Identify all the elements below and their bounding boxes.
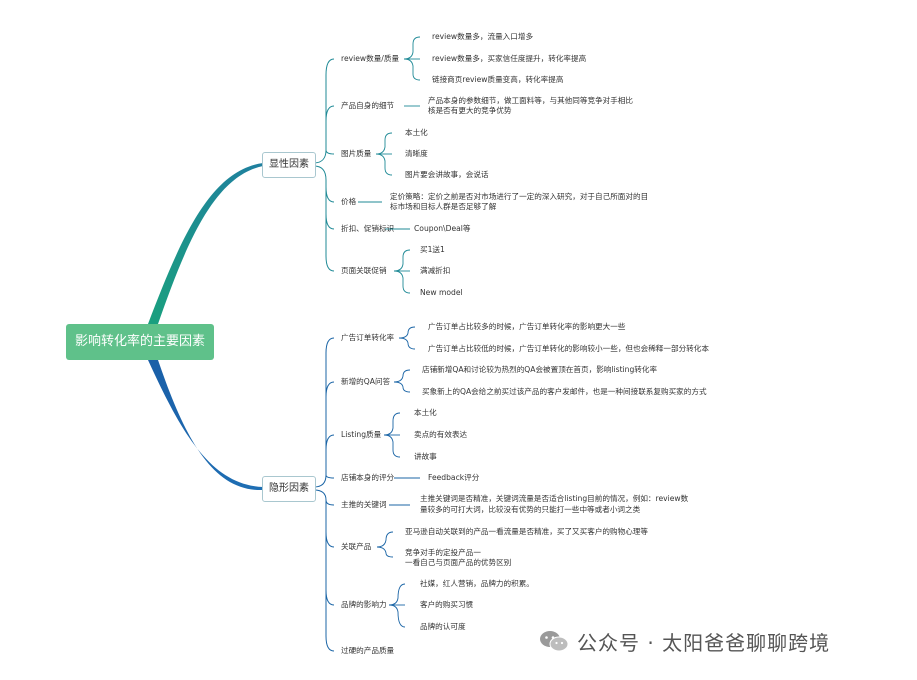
leaf-item[interactable]: Feedback评分 (428, 473, 480, 482)
leaf-item[interactable]: 量较多的可打大词，比较没有优势的只能打一些中等或者小词之类 (420, 505, 641, 514)
implicit-leaf-connectors (376, 326, 420, 628)
group-store-rating[interactable]: 店铺本身的评分 (341, 473, 395, 482)
group-review[interactable]: review数量/质量 (341, 54, 400, 63)
watermark: 公众号 · 太阳爸爸聊聊跨境 (539, 629, 831, 655)
branch-explicit (148, 163, 263, 324)
leaf-item[interactable]: 广告订单占比较多的时候，广告订单转化率的影响更大一些 (428, 322, 626, 331)
leaf-item[interactable]: 一看自己与页面产品的优势区别 (405, 558, 512, 567)
branch-implicit (148, 360, 263, 491)
group-listing-quality[interactable]: Listing质量 (341, 430, 382, 439)
leaf-item[interactable]: 广告订单占比较低的时候，广告订单转化的影响较小一些，但也会稀释一部分转化本 (428, 344, 709, 353)
leaf-item[interactable]: 标市场和目标人群是否足够了解 (390, 202, 497, 211)
leaf-item[interactable]: 本土化 (414, 408, 437, 417)
group-discount[interactable]: 折扣、促销标识 (341, 224, 395, 233)
leaf-item[interactable]: New model (420, 288, 463, 297)
group-keywords[interactable]: 主推的关键词 (341, 500, 387, 509)
leaf-item[interactable]: 店铺新增QA和讨论较为热烈的QA会被置顶在首页，影响listing转化率 (422, 365, 658, 374)
group-brand-influence[interactable]: 品牌的影响力 (341, 600, 387, 609)
wechat-icon (540, 631, 569, 652)
leaf-item[interactable]: Coupon\Deal等 (414, 224, 471, 233)
leaf-item[interactable]: 品牌的认可度 (420, 622, 466, 631)
group-price[interactable]: 价格 (341, 197, 357, 206)
explicit-sub-connectors (313, 58, 335, 272)
implicit-sub-connectors (313, 337, 335, 652)
leaf-item[interactable]: review数量多，流量入口增多 (432, 32, 534, 41)
leaf-item[interactable]: 竞争对手的定投产品一 (405, 548, 481, 557)
leaf-item[interactable]: 买1送1 (420, 245, 445, 254)
root-topic[interactable]: 影响转化率的主要因素 (66, 324, 214, 360)
explicit-leaf-connectors (358, 36, 421, 294)
group-image-quality[interactable]: 图片质量 (341, 149, 372, 158)
group-page-promo[interactable]: 页面关联促销 (341, 266, 387, 275)
leaf-item[interactable]: 图片要会讲故事，会说话 (405, 170, 489, 179)
leaf-item[interactable]: 买象新上的QA会给之前买过该产品的客户发邮件，也是一种间接联系复购买家的方式 (422, 387, 707, 396)
leaf-item[interactable]: review数量多，买家信任度提升，转化率提高 (432, 54, 587, 63)
watermark-text: 公众号 · 太阳爸爸聊聊跨境 (577, 630, 831, 655)
leaf-item[interactable]: 定价策略：定价之前是否对市场进行了一定的深入研究，对于自己所面对的目 (390, 192, 649, 201)
group-ad-conversion[interactable]: 广告订单转化率 (341, 333, 395, 342)
leaf-item[interactable]: 清晰度 (405, 149, 428, 158)
leaf-item[interactable]: 核是否有更大的竞争优势 (428, 106, 512, 115)
group-product-detail[interactable]: 产品自身的细节 (341, 101, 395, 110)
leaf-item[interactable]: 本土化 (405, 128, 428, 137)
leaf-item[interactable]: 链接商页review质量变高，转化率提高 (432, 75, 564, 84)
leaf-item[interactable]: 亚马逊自动关联到的产品一看流量是否精准，买了又买客户的购物心理等 (405, 527, 648, 536)
leaf-item[interactable]: 社媒，红人营销，品牌力的积累。 (420, 579, 534, 588)
leaf-item[interactable]: 产品本身的参数细节，做工面料等，与其他同等竞争对手相比 (428, 96, 634, 105)
leaf-item[interactable]: 客户的购买习惯 (420, 600, 474, 609)
branch-implicit-box[interactable]: 隐形因素 (262, 476, 316, 502)
leaf-item[interactable]: 讲故事 (414, 452, 437, 461)
leaf-item[interactable]: 满减折扣 (420, 266, 451, 275)
branch-explicit-box[interactable]: 显性因素 (262, 152, 316, 178)
group-qa[interactable]: 新增的QA问答 (341, 377, 391, 386)
group-product-quality[interactable]: 过硬的产品质量 (341, 646, 395, 655)
leaf-item[interactable]: 主推关键词是否精准，关键词流量是否适合listing目前的情况，例如：revie… (420, 494, 689, 503)
leaf-item[interactable]: 卖点的有效表达 (414, 430, 468, 439)
group-related-products[interactable]: 关联产品 (341, 542, 372, 551)
